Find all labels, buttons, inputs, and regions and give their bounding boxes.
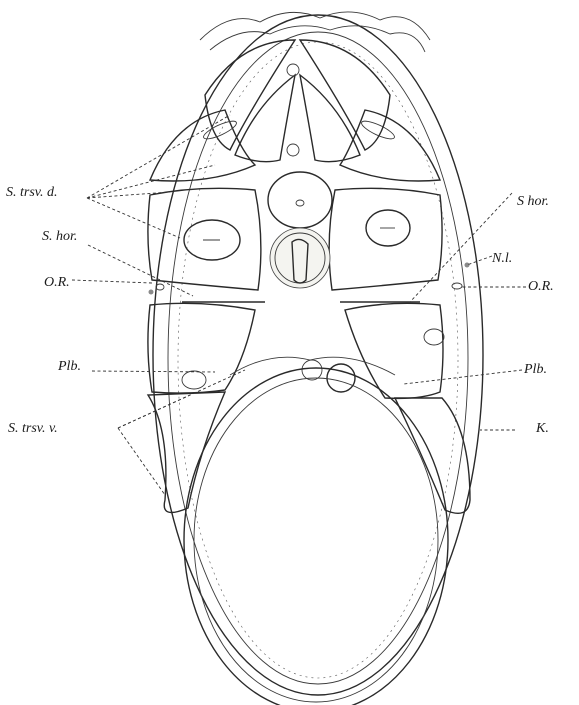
label-o-r-right: O.R. — [528, 279, 554, 294]
dorsal-myomeres — [150, 40, 440, 181]
figure-labels: S. trsv. d. S. hor. O.R. Plb. S. trsv. v… — [6, 185, 554, 436]
label-n-l: N.l. — [491, 251, 512, 266]
lower-lateral-myomeres — [148, 303, 470, 513]
body-cavity — [184, 357, 448, 705]
label-s-trsv-v: S. trsv. v. — [8, 421, 58, 436]
body-wall — [153, 12, 483, 695]
label-s-hor-right: S hor. — [517, 194, 549, 209]
label-s-trsv-d: S. trsv. d. — [6, 185, 57, 200]
label-plb-right: Plb. — [523, 362, 547, 377]
label-k: K. — [535, 421, 549, 436]
axial-structures — [268, 172, 355, 392]
label-s-hor-left: S. hor. — [42, 229, 77, 244]
label-o-r-left: O.R. — [44, 275, 70, 290]
label-plb-left: Plb. — [57, 359, 81, 374]
